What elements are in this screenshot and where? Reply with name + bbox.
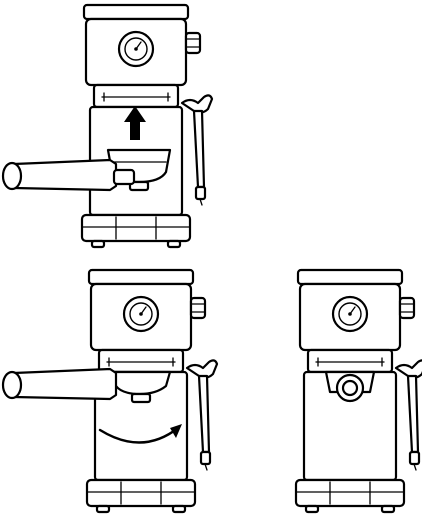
step-3-panel — [294, 268, 422, 514]
portafilter-handle — [1, 158, 118, 192]
portafilter-collar — [112, 168, 136, 186]
espresso-machine-body — [80, 3, 214, 249]
portafilter-locked — [324, 370, 376, 403]
rotation-arrow-curve — [98, 426, 180, 444]
curved-arrow-icon — [170, 424, 182, 438]
step-1-panel — [1, 3, 214, 249]
step-2-panel — [1, 268, 219, 514]
portafilter-attached — [110, 370, 172, 404]
portafilter-handle — [1, 367, 118, 401]
up-arrow-icon — [124, 106, 146, 140]
